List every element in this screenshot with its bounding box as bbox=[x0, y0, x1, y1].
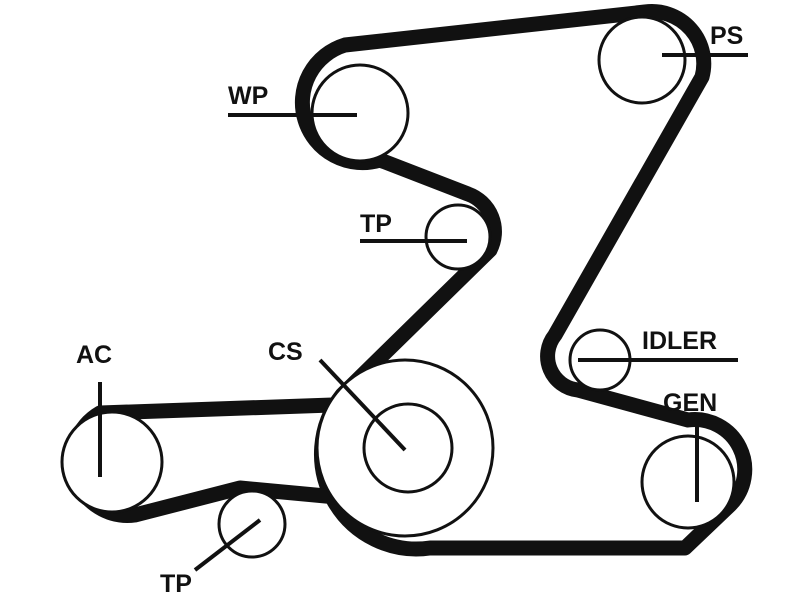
ps-label: PS bbox=[710, 22, 743, 50]
gen-pulley bbox=[640, 434, 736, 530]
ac-pulley bbox=[60, 410, 164, 514]
ps-pulley bbox=[597, 15, 687, 105]
ac-label: AC bbox=[76, 341, 112, 369]
tp-lower-leader bbox=[193, 518, 262, 572]
tp-lower-label: TP bbox=[160, 570, 192, 598]
main-serpentine-belt bbox=[294, 4, 753, 557]
cs-inner-pulley bbox=[362, 402, 454, 494]
gen-label: GEN bbox=[663, 389, 717, 417]
cs-label: CS bbox=[268, 338, 303, 366]
idler-label: IDLER bbox=[642, 327, 717, 355]
tp-upper-label: TP bbox=[360, 210, 392, 238]
cs-leader bbox=[318, 358, 407, 452]
wp-label: WP bbox=[228, 82, 268, 110]
tp-upper-pulley bbox=[424, 203, 492, 271]
